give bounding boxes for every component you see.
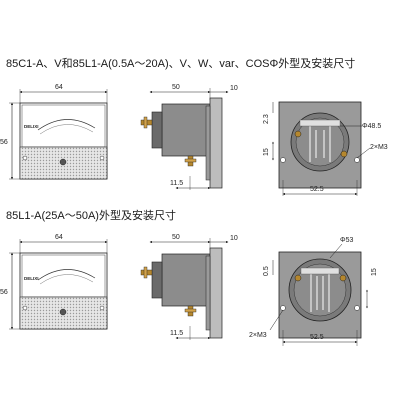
s1-side-stud: 11.5 <box>170 180 183 187</box>
s2-rear-top-offset: 0.5 <box>263 266 270 276</box>
terminal-screw-icon <box>339 274 347 282</box>
screw-icon <box>22 305 28 311</box>
mount-hole-icon <box>280 305 286 311</box>
s1-rear-holes: 2×M3 <box>370 144 388 151</box>
s2-front-view: 64 56 DELIXI <box>0 234 108 330</box>
s1-rear-view: 2.3 15 Φ48.5 2×M3 52.5 <box>263 101 388 196</box>
s2-rear-side-offset: 15 <box>371 268 378 276</box>
s2-front-height: 56 <box>0 289 8 296</box>
s2-side-depth: 50 <box>172 234 180 241</box>
terminal-screw-icon <box>294 274 302 282</box>
terminal-icon <box>140 266 153 279</box>
screw-icon <box>22 155 28 161</box>
screw-icon <box>99 155 105 161</box>
terminal-icon <box>140 116 153 129</box>
s1-brand-logo: DELIXI <box>24 124 39 129</box>
s1-front-view: 64 56 DELIXI <box>0 84 108 180</box>
terminal-screw-icon <box>294 130 302 138</box>
zero-adjust-knob-icon <box>59 158 67 166</box>
s1-side-flange: 10 <box>230 85 238 92</box>
mount-hole-icon <box>354 305 360 311</box>
s1-front-height: 56 <box>0 139 8 146</box>
terminal-icon <box>184 305 197 317</box>
s2-brand-logo: DELIXI <box>24 276 39 281</box>
s2-side-view: 50 10 11.5 <box>140 234 238 340</box>
s2-side-stud: 11.5 <box>170 330 183 337</box>
s1-side-depth: 50 <box>172 84 180 91</box>
s2-side-flange: 10 <box>230 235 238 242</box>
s2-rear-holes: 2×M3 <box>249 332 267 339</box>
s2-front-width: 64 <box>55 234 63 241</box>
s1-rear-side-offset: 15 <box>263 148 270 156</box>
s1-rear-spacing: 52.5 <box>310 186 324 193</box>
s1-rear-diameter: Φ48.5 <box>362 123 381 130</box>
s1-rear-top-offset: 2.3 <box>263 114 270 124</box>
s2-rear-diameter: Φ53 <box>340 237 353 244</box>
mount-hole-icon <box>354 157 360 163</box>
mount-hole-icon <box>280 157 286 163</box>
section2-heading: 85L1-A(25A～50A)外型及安装尺寸 <box>6 210 176 222</box>
screw-icon <box>99 305 105 311</box>
s2-rear-spacing: 52.5 <box>310 334 324 341</box>
section1-heading: 85C1-A、V和85L1-A(0.5A～20A)、V、W、var、COSΦ外型… <box>6 58 356 70</box>
zero-adjust-knob-icon <box>59 308 67 316</box>
terminal-icon <box>184 155 197 167</box>
terminal-screw-icon <box>340 150 348 158</box>
s2-rear-view: Φ53 0.5 15 2×M3 52.5 <box>249 237 378 346</box>
s1-front-width: 64 <box>55 84 63 91</box>
s1-side-view: 50 10 11.5 <box>140 84 238 190</box>
